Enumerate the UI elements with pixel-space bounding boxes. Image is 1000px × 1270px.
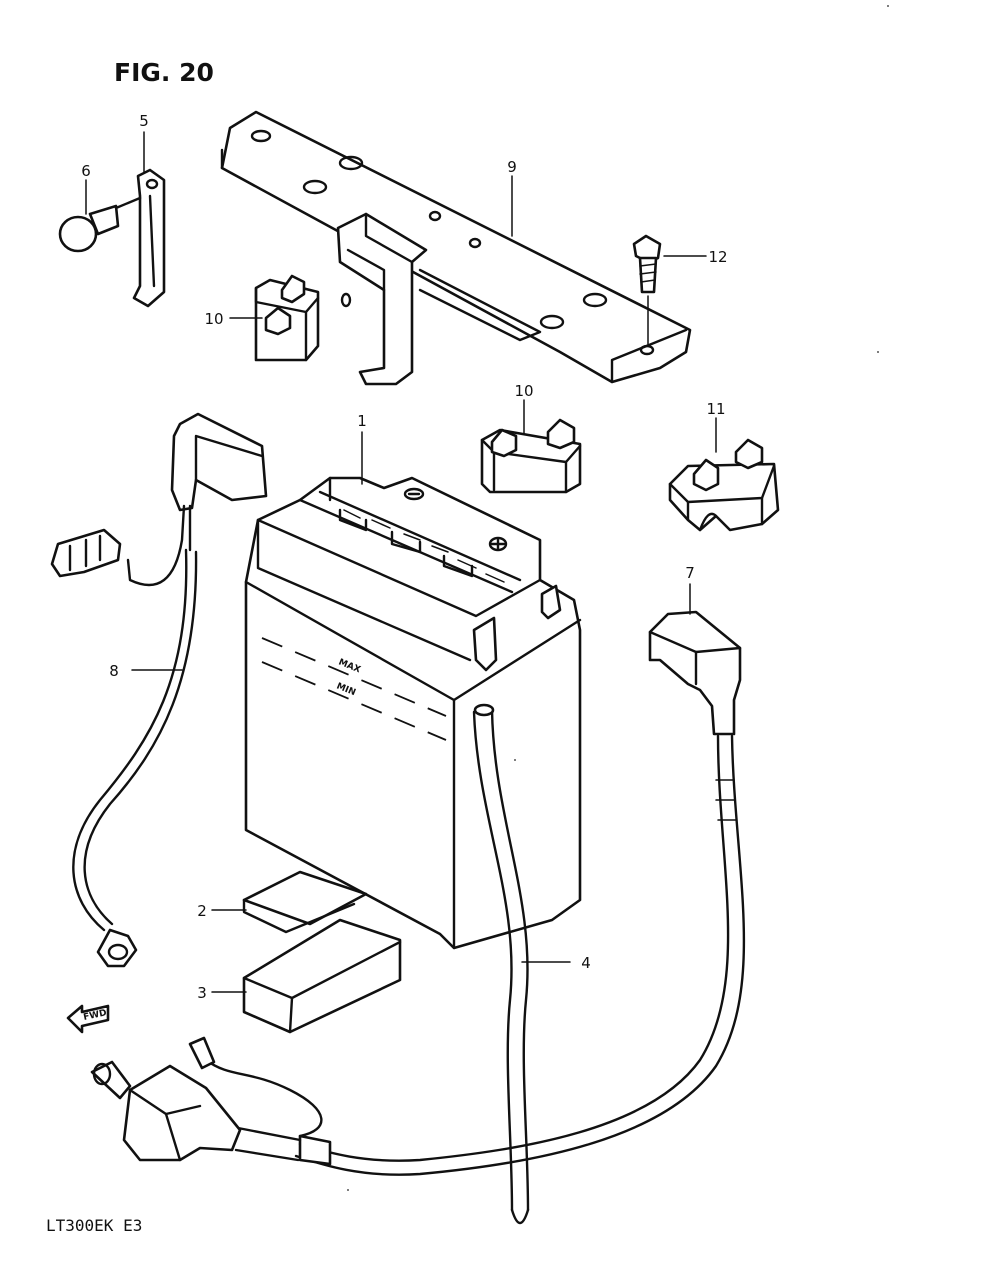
callout-1: 1 xyxy=(357,412,367,430)
model-code: LT300EK E3 xyxy=(46,1216,143,1235)
bracket-bolt xyxy=(632,234,662,347)
leader-lines xyxy=(85,131,717,993)
forward-direction-arrow: FWD xyxy=(66,1004,110,1034)
callout-6: 6 xyxy=(81,162,91,180)
callout-7: 7 xyxy=(685,564,695,582)
callout-4: 4 xyxy=(581,954,591,972)
callout-10-middle: 10 xyxy=(514,382,533,400)
battery-strap xyxy=(132,168,166,308)
breather-tube xyxy=(472,703,530,1225)
battery-bracket xyxy=(220,110,692,386)
scan-specks xyxy=(347,5,889,1191)
figure-title: FIG. 20 xyxy=(114,58,214,87)
battery-cushion xyxy=(242,918,402,1034)
callout-8: 8 xyxy=(109,662,119,680)
terminal-cover-right xyxy=(668,438,780,532)
callout-10-left: 10 xyxy=(204,310,223,328)
callout-3: 3 xyxy=(197,984,207,1002)
battery-negative-cable xyxy=(50,412,268,968)
terminal-cover-left xyxy=(254,274,320,362)
battery: MAX MIN xyxy=(244,476,582,950)
forward-mark: FWD xyxy=(83,1008,108,1023)
callout-5: 5 xyxy=(139,112,149,130)
callout-2: 2 xyxy=(197,902,207,920)
callout-11: 11 xyxy=(706,400,725,418)
strap-bolt xyxy=(58,196,142,253)
battery-positive-cable xyxy=(90,610,746,1176)
battery-pad-thin xyxy=(242,870,368,934)
callout-9: 9 xyxy=(507,158,517,176)
callout-labels: 1 2 3 4 5 6 7 8 9 10 10 11 12 xyxy=(81,112,727,1002)
callout-12: 12 xyxy=(708,248,727,266)
terminal-cover-middle xyxy=(480,418,582,494)
